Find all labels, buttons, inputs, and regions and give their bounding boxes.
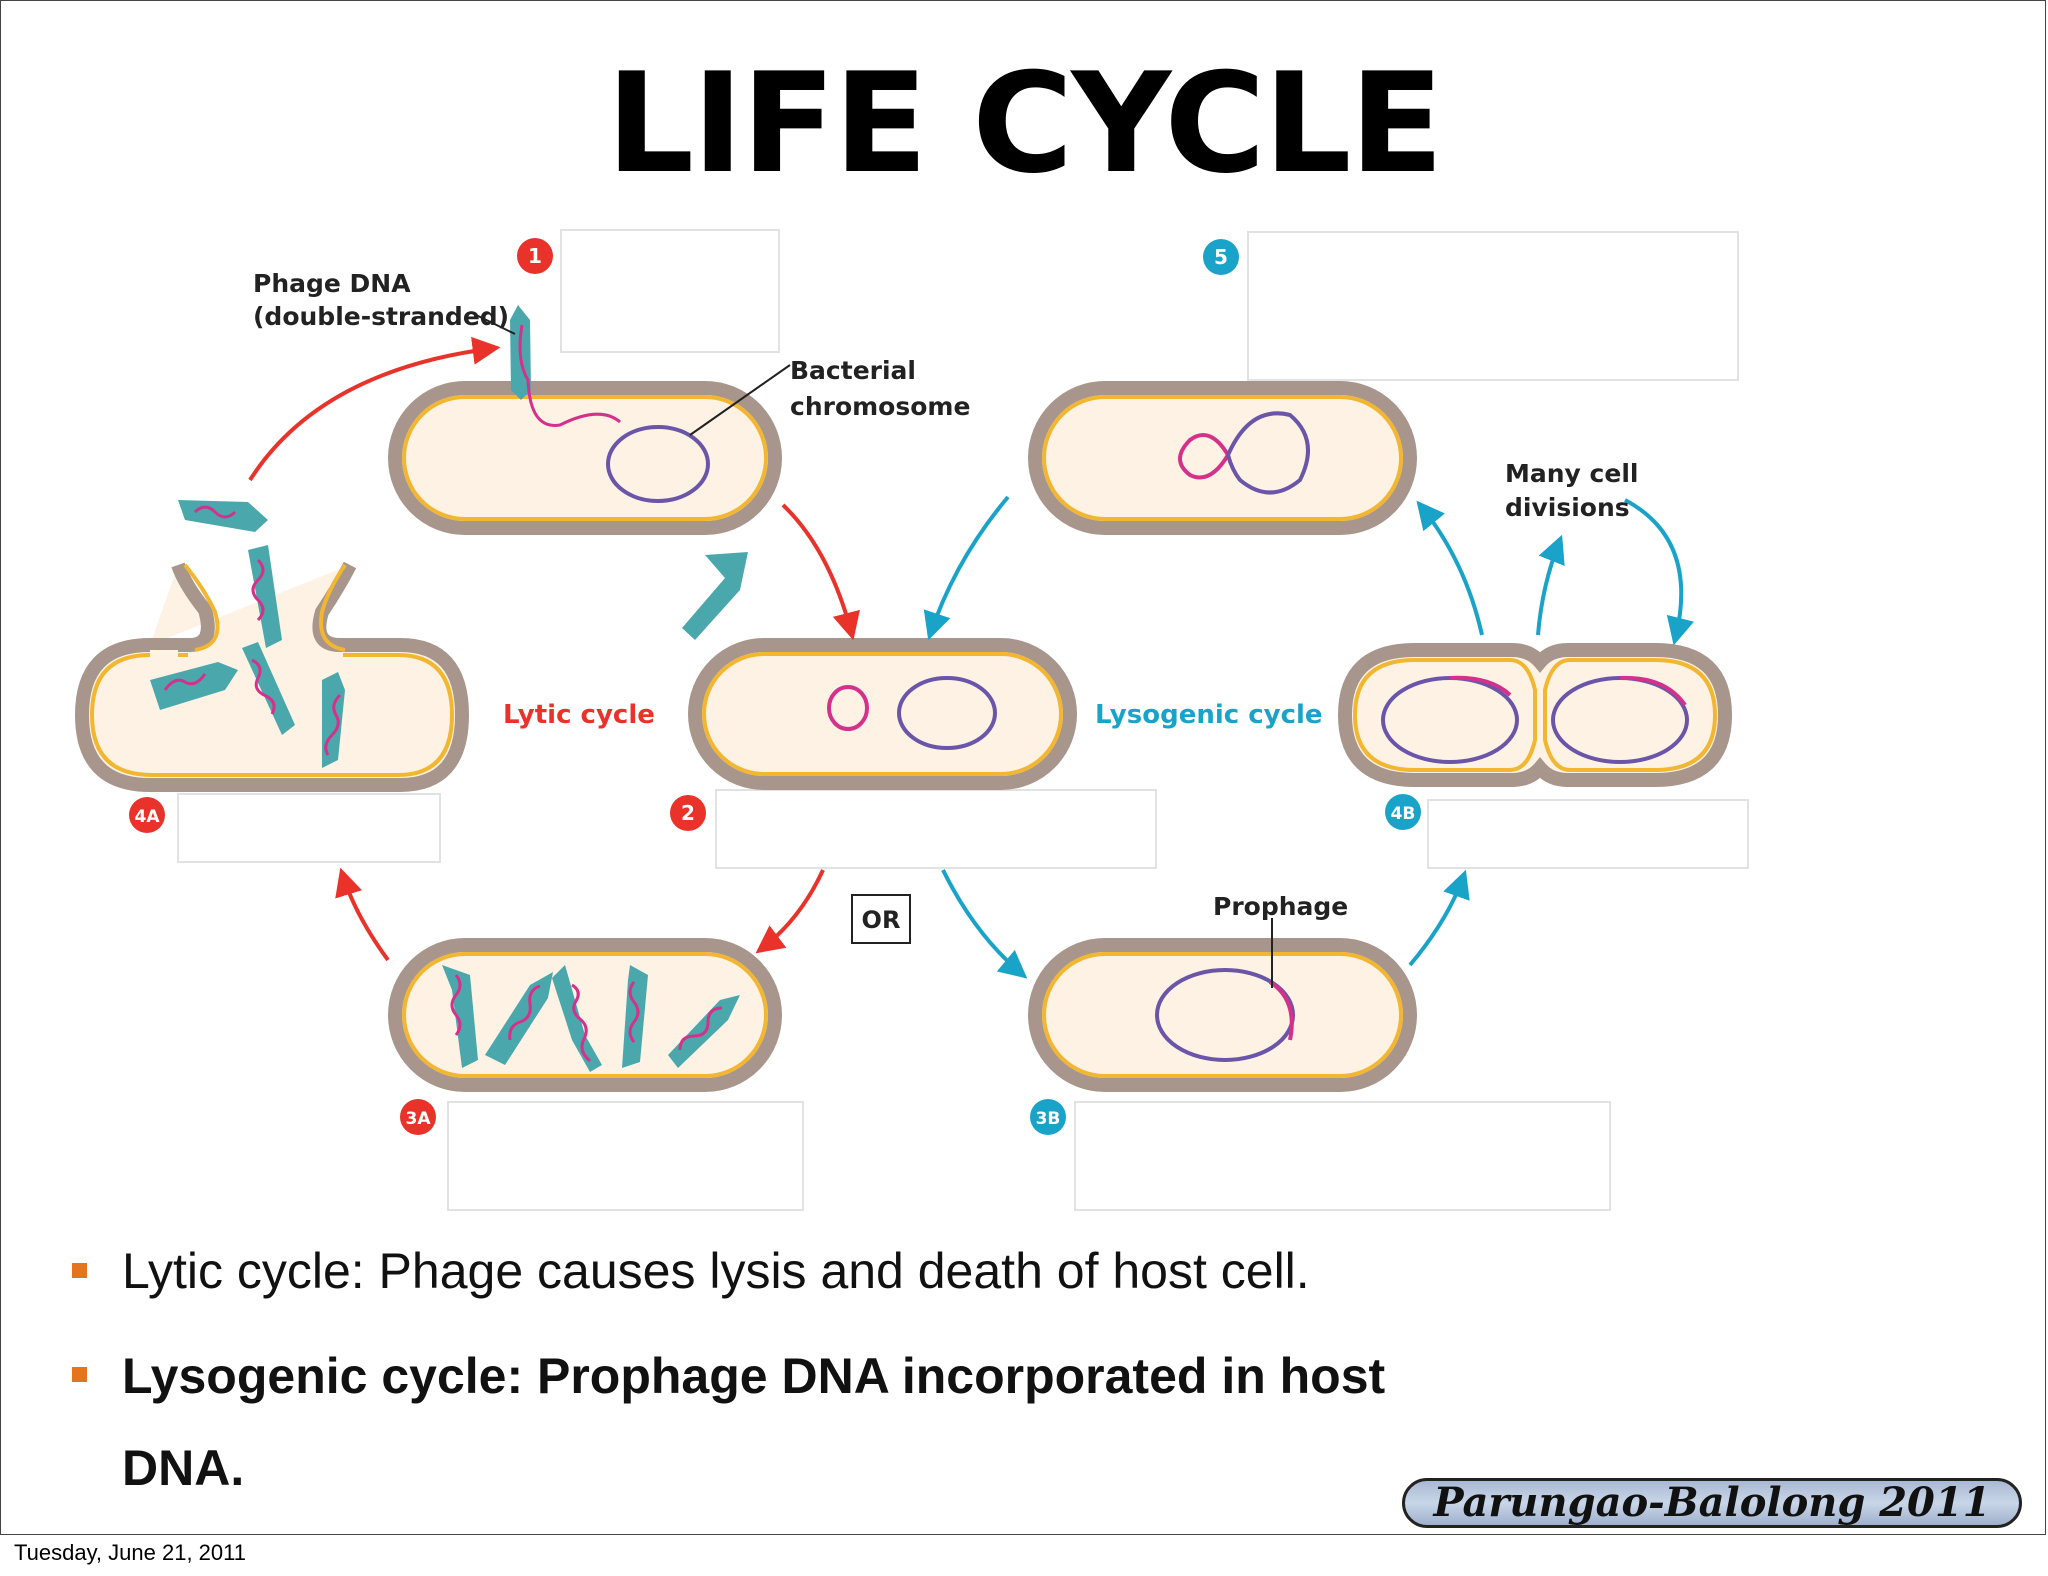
or-box: OR bbox=[851, 894, 911, 944]
cell-step-5 bbox=[1028, 381, 1417, 535]
blank-box-step-5 bbox=[1247, 231, 1739, 381]
footer-date: Tuesday, June 21, 2011 bbox=[14, 1540, 246, 1565]
blank-box-step-3b bbox=[1074, 1101, 1611, 1211]
cell-step-3b bbox=[1028, 918, 1417, 1092]
svg-text:5: 5 bbox=[1214, 245, 1228, 269]
cell-step-4a bbox=[74, 500, 748, 792]
lysogenic-arrows bbox=[923, 495, 1695, 979]
bullet-list: Lytic cycle: Phage causes lysis and deat… bbox=[70, 1240, 1470, 1514]
label-many-cell: Many cell bbox=[1505, 459, 1638, 488]
svg-text:4B: 4B bbox=[1391, 804, 1416, 824]
phage-life-cycle-diagram: 1 5 4A 2 4B 3A 3B Phage DNA (double-stra… bbox=[74, 229, 1749, 1211]
free-phage bbox=[682, 552, 748, 640]
step-badge-2: 2 bbox=[670, 795, 706, 831]
svg-text:1: 1 bbox=[528, 244, 542, 268]
label-bacterial: Bacterial bbox=[790, 356, 916, 385]
phage-dna-injected bbox=[518, 324, 621, 427]
blank-box-step-3a bbox=[447, 1101, 804, 1211]
step-badge-5: 5 bbox=[1203, 239, 1239, 275]
bullet-square-icon bbox=[72, 1263, 87, 1278]
slide-title: LIFE CYCLE bbox=[606, 43, 1444, 204]
label-phage-dna: Phage DNA bbox=[253, 269, 411, 298]
blank-box-step-4b bbox=[1427, 799, 1749, 869]
blank-box-step-1 bbox=[560, 229, 780, 353]
svg-text:OR: OR bbox=[862, 906, 901, 934]
label-prophage: Prophage bbox=[1213, 892, 1348, 921]
svg-text:3B: 3B bbox=[1036, 1109, 1061, 1129]
bullet-lysogenic-text: Lysogenic cycle: Prophage DNA incorporat… bbox=[122, 1348, 1386, 1496]
cell-step-3a bbox=[388, 938, 782, 1092]
bullet-lytic: Lytic cycle: Phage causes lysis and deat… bbox=[70, 1240, 1470, 1302]
label-lytic-cycle: Lytic cycle bbox=[503, 700, 655, 730]
bullet-lysogenic: Lysogenic cycle: Prophage DNA incorporat… bbox=[70, 1330, 1470, 1514]
step-badge-4a: 4A bbox=[129, 797, 165, 833]
bullet-square-icon bbox=[72, 1367, 87, 1382]
step-badge-3a: 3A bbox=[400, 1099, 436, 1135]
label-chromosome: chromosome bbox=[790, 392, 970, 421]
step-badge-3b: 3B bbox=[1030, 1099, 1066, 1135]
credit-banner: Parungao-Balolong 2011 bbox=[1402, 1478, 2022, 1528]
step-badge-1: 1 bbox=[517, 238, 553, 274]
blank-label-boxes bbox=[177, 229, 1749, 1211]
label-divisions: divisions bbox=[1505, 493, 1630, 522]
svg-text:2: 2 bbox=[681, 801, 695, 825]
label-lysogenic-cycle: Lysogenic cycle bbox=[1095, 700, 1323, 730]
svg-text:4A: 4A bbox=[135, 807, 161, 827]
cell-step-4b bbox=[1337, 643, 1733, 787]
cell-step-2 bbox=[688, 638, 1077, 790]
svg-text:3A: 3A bbox=[406, 1109, 432, 1129]
label-double-stranded: (double-stranded) bbox=[253, 302, 509, 331]
cell-step-1 bbox=[388, 305, 791, 535]
step-badge-4b: 4B bbox=[1385, 794, 1421, 830]
bullet-lytic-text: Lytic cycle: Phage causes lysis and deat… bbox=[122, 1243, 1310, 1299]
lytic-arrows bbox=[248, 336, 860, 962]
bacterial-chromosome bbox=[606, 425, 710, 503]
blank-box-step-2 bbox=[715, 789, 1157, 869]
blank-box-step-4a bbox=[177, 793, 441, 863]
